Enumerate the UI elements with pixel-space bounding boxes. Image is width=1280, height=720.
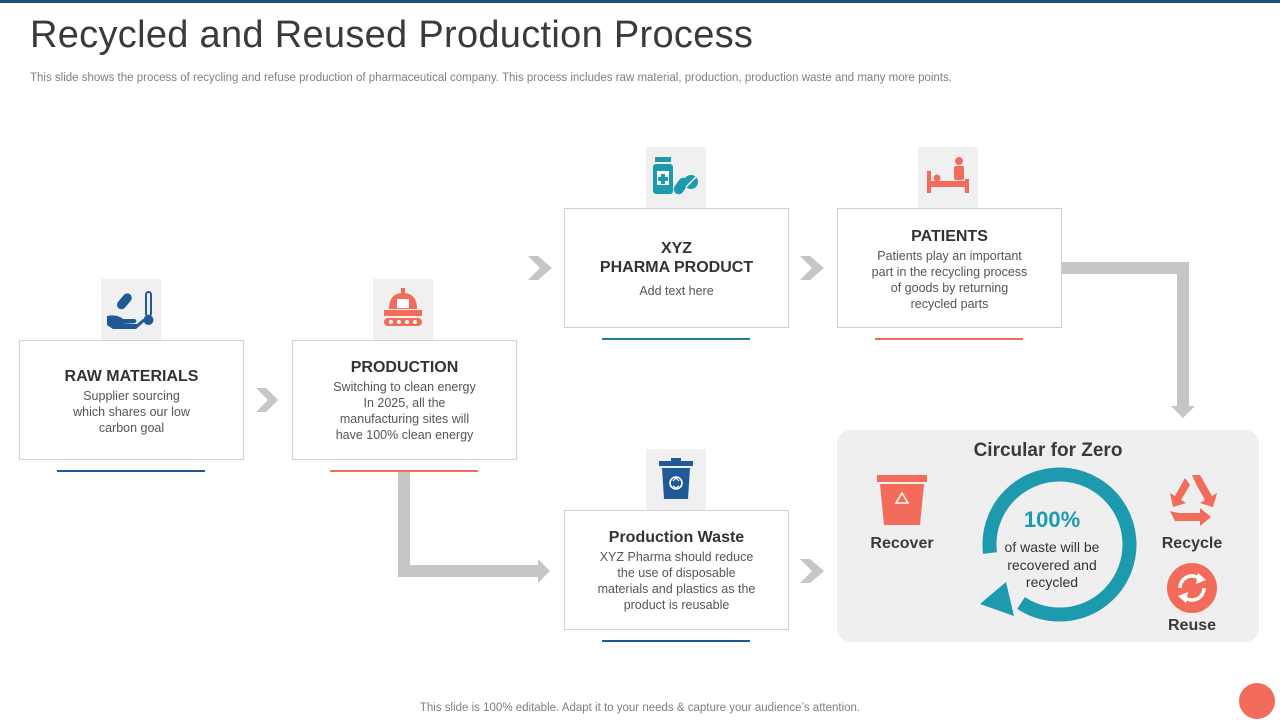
patients-text: Patients play an important part in the r…	[871, 249, 1028, 311]
production-icon-box	[373, 279, 433, 341]
production-waste-underline	[602, 640, 750, 642]
hand-pill-thermometer-icon	[107, 291, 154, 329]
pharma-product-title: XYZ PHARMA PRODUCT	[599, 240, 754, 276]
circular-ring-icon	[982, 467, 1137, 622]
production-waste-card: Production Waste XYZ Pharma should reduc…	[564, 510, 789, 630]
pharma-product-text: Add text here	[639, 284, 714, 298]
reuse-label: Reuse	[1167, 617, 1217, 634]
page-subtitle: This slide shows the process of recyclin…	[30, 72, 952, 84]
pharma-product-underline	[602, 338, 750, 340]
chevron-product-to-patients	[800, 256, 824, 280]
patient-bed-icon	[927, 157, 969, 193]
elbow-arrow-patients-to-circular	[1062, 262, 1195, 418]
elbow-arrow-production-to-waste	[398, 472, 550, 583]
patients-icon-box	[918, 147, 978, 209]
patients-title: PATIENTS	[911, 228, 988, 245]
medicine-bottle-icon	[653, 157, 698, 195]
production-card: PRODUCTION Switching to clean energy In …	[292, 340, 517, 460]
chevron-raw-to-production	[256, 388, 278, 412]
ring-arrowhead-icon	[980, 582, 1014, 616]
raw-materials-underline	[57, 470, 205, 472]
recycle-label: Recycle	[1161, 535, 1223, 552]
footer-note: This slide is 100% editable. Adapt it to…	[419, 702, 861, 714]
raw-materials-card: RAW MATERIALS Supplier sourcing which sh…	[19, 340, 244, 460]
chevron-waste-to-circular	[800, 559, 824, 583]
product-icon-box	[646, 147, 706, 209]
circular-percent: 100%	[1023, 507, 1081, 532]
recycle-icon	[1170, 475, 1217, 526]
chevron-to-product	[528, 256, 552, 280]
production-waste-text: XYZ Pharma should reduce the use of disp…	[597, 550, 756, 612]
page-title: Recycled and Reused Production Process	[30, 14, 754, 56]
production-text: Switching to clean energy In 2025, all t…	[333, 380, 476, 442]
trash-bin-icon	[659, 458, 693, 499]
production-underline	[330, 470, 478, 472]
patients-underline	[875, 338, 1023, 340]
raw-materials-icon-box	[101, 279, 161, 341]
patients-card: PATIENTS Patients play an important part…	[837, 208, 1062, 328]
raw-materials-text: Supplier sourcing which shares our low c…	[73, 389, 190, 435]
factory-conveyor-icon	[384, 288, 422, 326]
circular-title: Circular for Zero	[973, 440, 1123, 461]
recover-bin-icon	[877, 475, 927, 525]
production-title: PRODUCTION	[350, 359, 459, 376]
reuse-icon	[1167, 563, 1217, 613]
recover-label: Recover	[870, 535, 934, 552]
corner-dot	[1239, 683, 1275, 719]
waste-icon-box	[646, 449, 706, 511]
raw-materials-title: RAW MATERIALS	[64, 368, 199, 385]
top-rule	[0, 0, 1280, 3]
production-waste-title: Production Waste	[608, 529, 745, 546]
circular-percent-text: of waste will be recovered and recycled	[1004, 539, 1100, 590]
pharma-product-card: XYZ PHARMA PRODUCT Add text here	[564, 208, 789, 328]
